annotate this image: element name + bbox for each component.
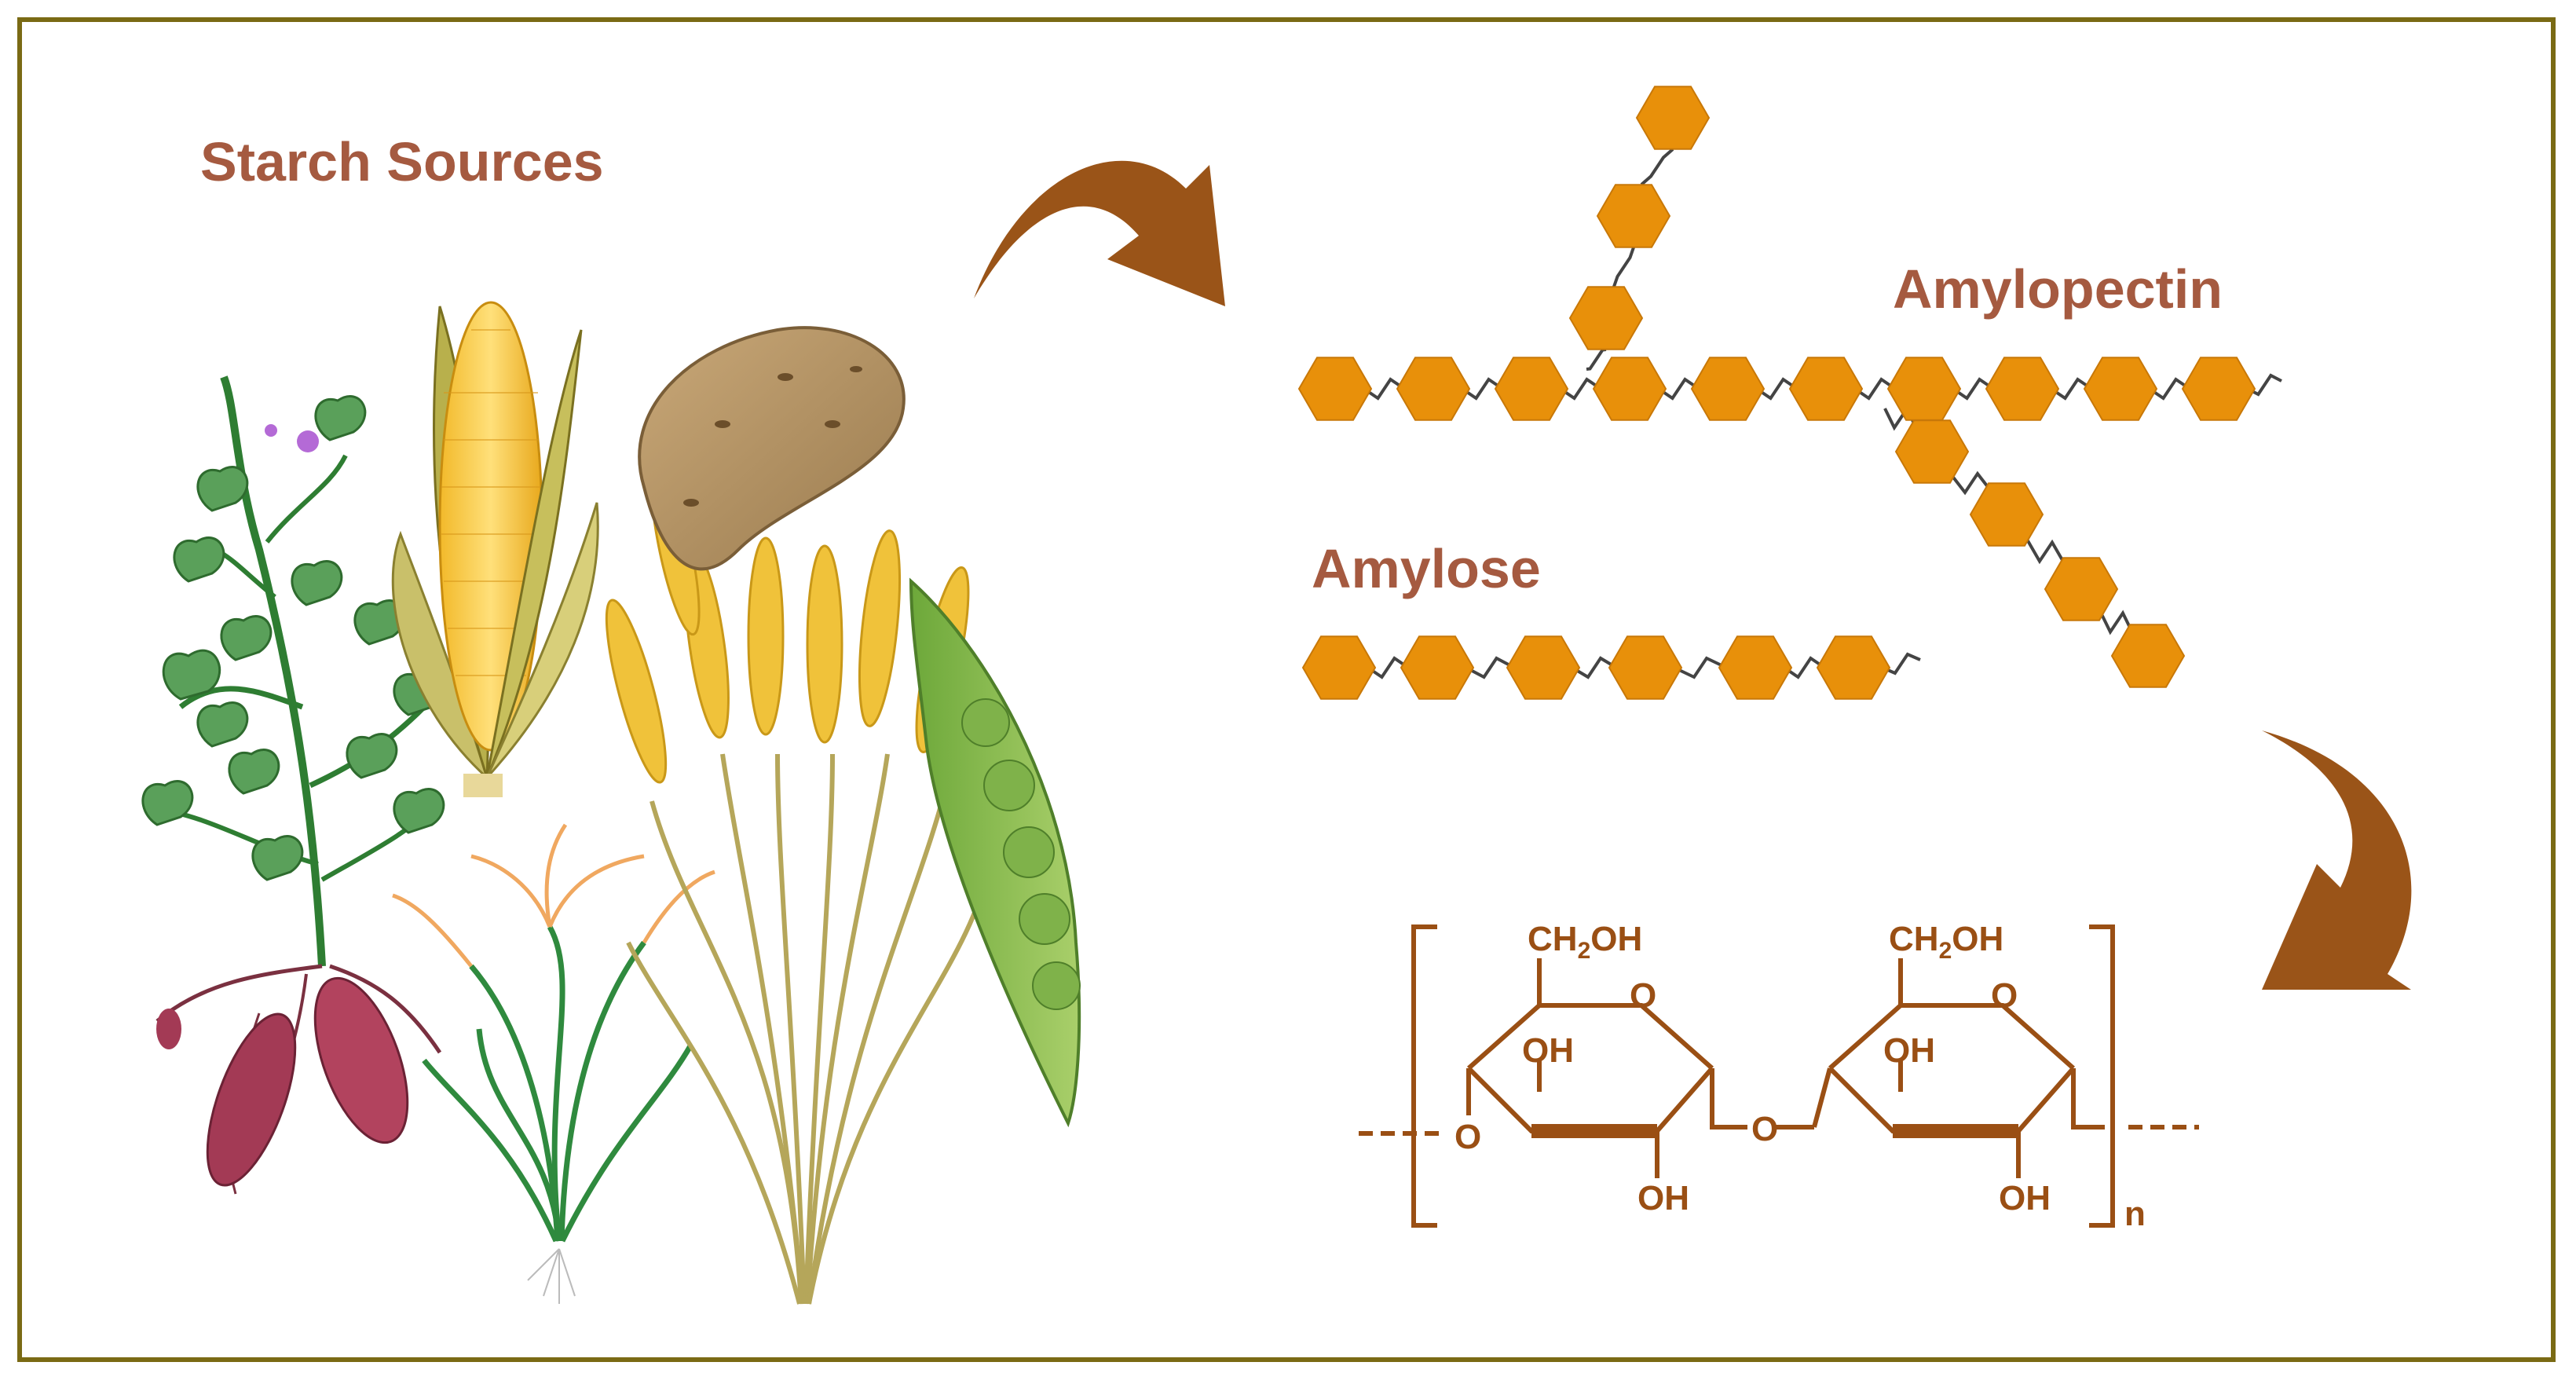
glycosidic-link [2025, 537, 2067, 566]
amylopectin-glucose-unit [2181, 357, 2256, 421]
ch2oh-left-tail: OH [1590, 920, 1642, 958]
glycosidic-link [1461, 377, 1504, 401]
oh-label-ring1-c3: OH [1522, 1031, 1574, 1070]
amylopectin-branch-unit [1568, 286, 1644, 350]
rice-plant-icon [392, 823, 715, 1304]
glycosidic-link [1612, 247, 1635, 287]
glycosidic-link [1465, 656, 1516, 679]
amylopectin-branch-unit [1894, 419, 1970, 484]
svg-text:CH2OH: CH2OH [1528, 920, 1642, 964]
oh-label-ring1-c2: OH [1637, 1179, 1689, 1217]
corn-icon [391, 301, 599, 797]
ring-oxygen-right: O [1991, 976, 2018, 1015]
oxygen-glycosidic-bridge: O [1751, 1110, 1778, 1148]
ch2oh-right-tail: OH [1952, 920, 2003, 958]
amylose-glucose-unit [1301, 635, 1377, 700]
glycosidic-link [1640, 148, 1674, 186]
repeat-unit-n: n [2124, 1195, 2146, 1233]
oxygen-left-linkage: O [1454, 1118, 1481, 1156]
sweet-potato-icon [141, 375, 445, 1195]
glycosidic-link [1363, 377, 1406, 401]
amylopectin-glucose-unit [1494, 357, 1569, 421]
amylopectin-glucose-unit [1396, 357, 1471, 421]
amylopectin-glucose-unit [1886, 357, 1962, 421]
glycosidic-link [1586, 348, 1607, 371]
wheat-icon [605, 463, 992, 1305]
amylose-chemical-structure [1359, 924, 2199, 1228]
amylopectin-branch-unit [2044, 557, 2119, 621]
amylopectin-branch-unit [1635, 86, 1711, 150]
oh-label-ring2-c2: OH [1999, 1179, 2051, 1217]
oh-label-ring2-c3: OH [1883, 1031, 1935, 1070]
amylopectin-label: Amylopectin [1893, 258, 2223, 320]
amylopectin-chain [1297, 86, 2282, 688]
amylose-glucose-unit [1400, 635, 1475, 700]
glycosidic-link [1783, 656, 1826, 679]
glycosidic-link [1367, 656, 1410, 679]
glycosidic-link [1673, 656, 1728, 679]
amylopectin-glucose-unit [2083, 357, 2158, 421]
curved-arrow-icon [2262, 730, 2412, 990]
amylose-glucose-unit [1608, 635, 1683, 700]
amylopectin-glucose-unit [1788, 357, 1864, 421]
glycosidic-link [1571, 656, 1618, 679]
glycosidic-link [2099, 610, 2134, 635]
glycosidic-link [2050, 377, 2093, 401]
glycosidic-link [1853, 377, 1897, 401]
amylose-chain [1301, 635, 1921, 700]
subscript-2-left: 2 [1578, 938, 1591, 964]
svg-text:CH2OH: CH2OH [1889, 920, 2003, 964]
glycosidic-link [2148, 377, 2191, 401]
amylose-glucose-unit [1506, 635, 1581, 700]
pea-pod-icon [909, 577, 1081, 1128]
amylopectin-glucose-unit [1592, 357, 1667, 421]
amylopectin-glucose-unit [1690, 357, 1766, 421]
amylopectin-branch-unit [1969, 482, 2044, 547]
amylose-label: Amylose [1312, 538, 1541, 599]
subscript-2-right: 2 [1939, 938, 1952, 964]
starch-sources-label: Starch Sources [200, 131, 604, 192]
amylopectin-branch-unit [2110, 624, 2186, 688]
potato-icon [638, 326, 906, 571]
glycosidic-link [1952, 377, 1995, 401]
glycosidic-link [1755, 377, 1798, 401]
ch2oh-right-label: CH [1889, 920, 1939, 958]
amylopectin-glucose-unit [1985, 357, 2060, 421]
curved-arrow-icon [974, 160, 1225, 306]
ch2oh-left-label: CH [1528, 920, 1578, 958]
amylose-glucose-unit [1816, 635, 1891, 700]
glycosidic-link [1657, 377, 1700, 401]
amylopectin-glucose-unit [1297, 357, 1373, 421]
chem-labels: CH2OH CH2OH O O OH OH OH OH O O n [1454, 920, 2146, 1233]
ring-oxygen-left: O [1630, 976, 1656, 1015]
amylose-glucose-unit [1718, 635, 1793, 700]
amylopectin-branch-unit [1596, 184, 1671, 248]
glycosidic-link [1559, 377, 1602, 401]
glycosidic-link [1950, 470, 1992, 496]
